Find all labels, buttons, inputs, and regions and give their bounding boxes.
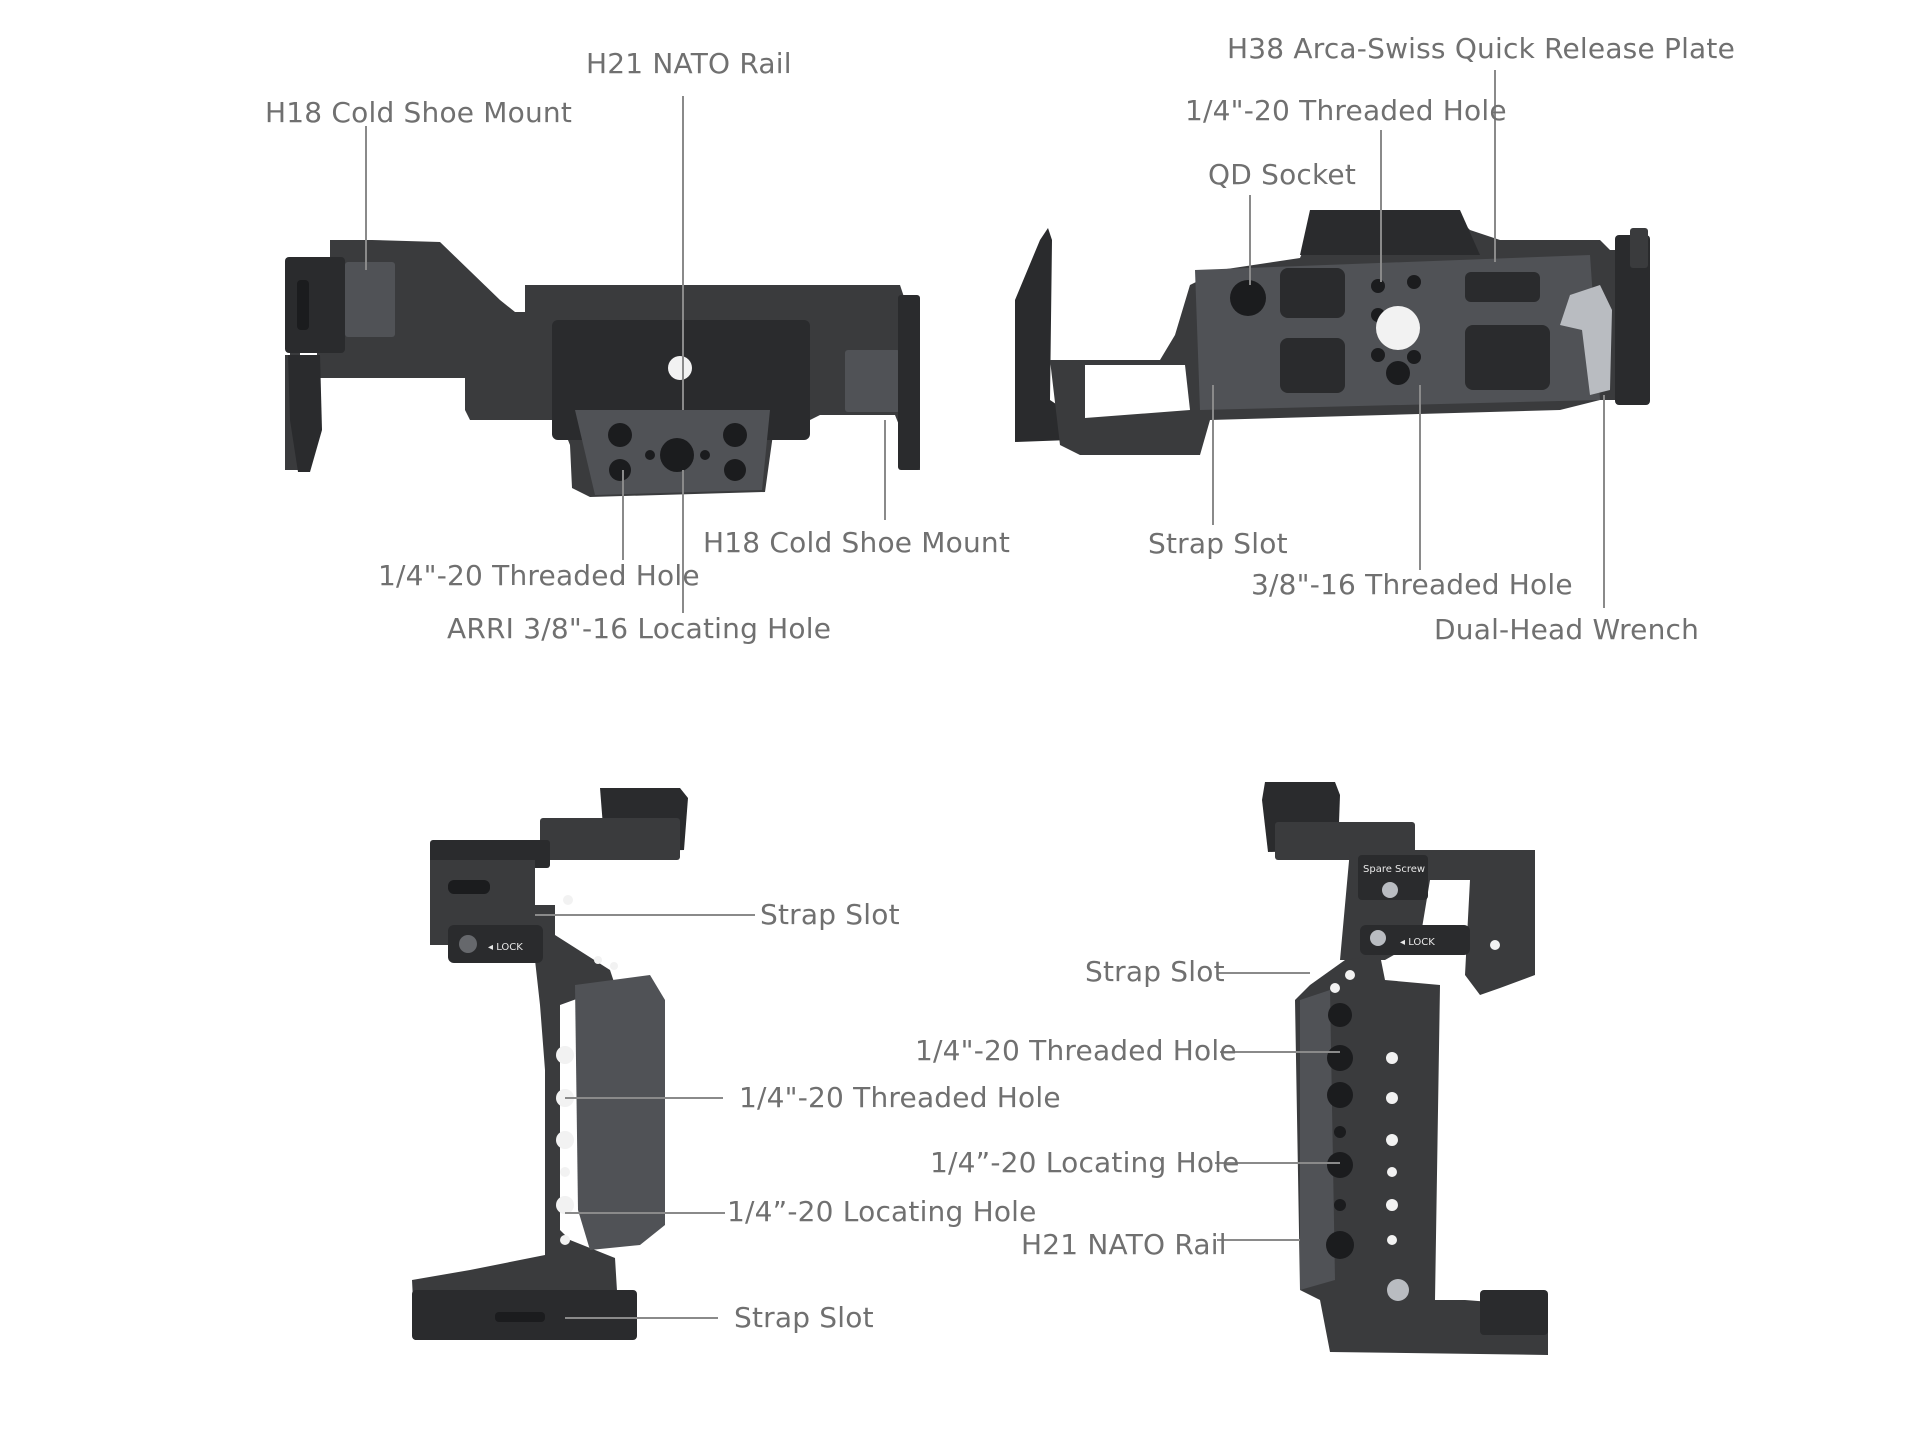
lock-engraving: ◂ LOCK xyxy=(488,942,523,953)
label-locating-hole-bl: 1/4”-20 Locating Hole xyxy=(727,1195,1037,1228)
label-threaded-hole-br: 1/4"-20 Threaded Hole xyxy=(915,1034,1237,1067)
label-locating-hole-br: 1/4”-20 Locating Hole xyxy=(930,1146,1240,1179)
label-cold-shoe-top: H18 Cold Shoe Mount xyxy=(265,96,573,129)
label-strap-slot-bl-top: Strap Slot xyxy=(760,898,900,931)
label-threaded-hole-bl: 1/4"-20 Threaded Hole xyxy=(739,1081,1061,1114)
lock-engraving-right: ◂ LOCK xyxy=(1400,937,1435,948)
label-threaded-hole-38: 3/8"-16 Threaded Hole xyxy=(1251,568,1573,601)
cage-top-view xyxy=(285,240,920,497)
cage-left-side-view: ◂ LOCK xyxy=(412,788,688,1340)
label-nato-rail-top: H21 NATO Rail xyxy=(586,47,792,80)
label-arca-plate: H38 Arca-Swiss Quick Release Plate xyxy=(1227,32,1736,65)
leader-lines xyxy=(365,70,1605,1319)
label-nato-rail-br: H21 NATO Rail xyxy=(1021,1228,1227,1261)
label-wrench: Dual-Head Wrench xyxy=(1434,613,1700,646)
label-threaded-hole-14: 1/4"-20 Threaded Hole xyxy=(1185,94,1507,127)
label-threaded-hole-tl: 1/4"-20 Threaded Hole xyxy=(378,559,700,592)
cage-right-side-view: Spare Screw ◂ LOCK xyxy=(1262,782,1548,1355)
label-qd-socket: QD Socket xyxy=(1208,158,1357,191)
label-strap-slot-tr: Strap Slot xyxy=(1148,527,1288,560)
label-arri-hole: ARRI 3/8"-16 Locating Hole xyxy=(447,612,832,645)
label-cold-shoe-bottom: H18 Cold Shoe Mount xyxy=(703,526,1011,559)
cage-bottom-view xyxy=(1015,210,1650,455)
label-strap-slot-br: Strap Slot xyxy=(1085,955,1225,988)
spare-screw-engraving: Spare Screw xyxy=(1363,864,1425,875)
label-strap-slot-bl-bottom: Strap Slot xyxy=(734,1301,874,1334)
